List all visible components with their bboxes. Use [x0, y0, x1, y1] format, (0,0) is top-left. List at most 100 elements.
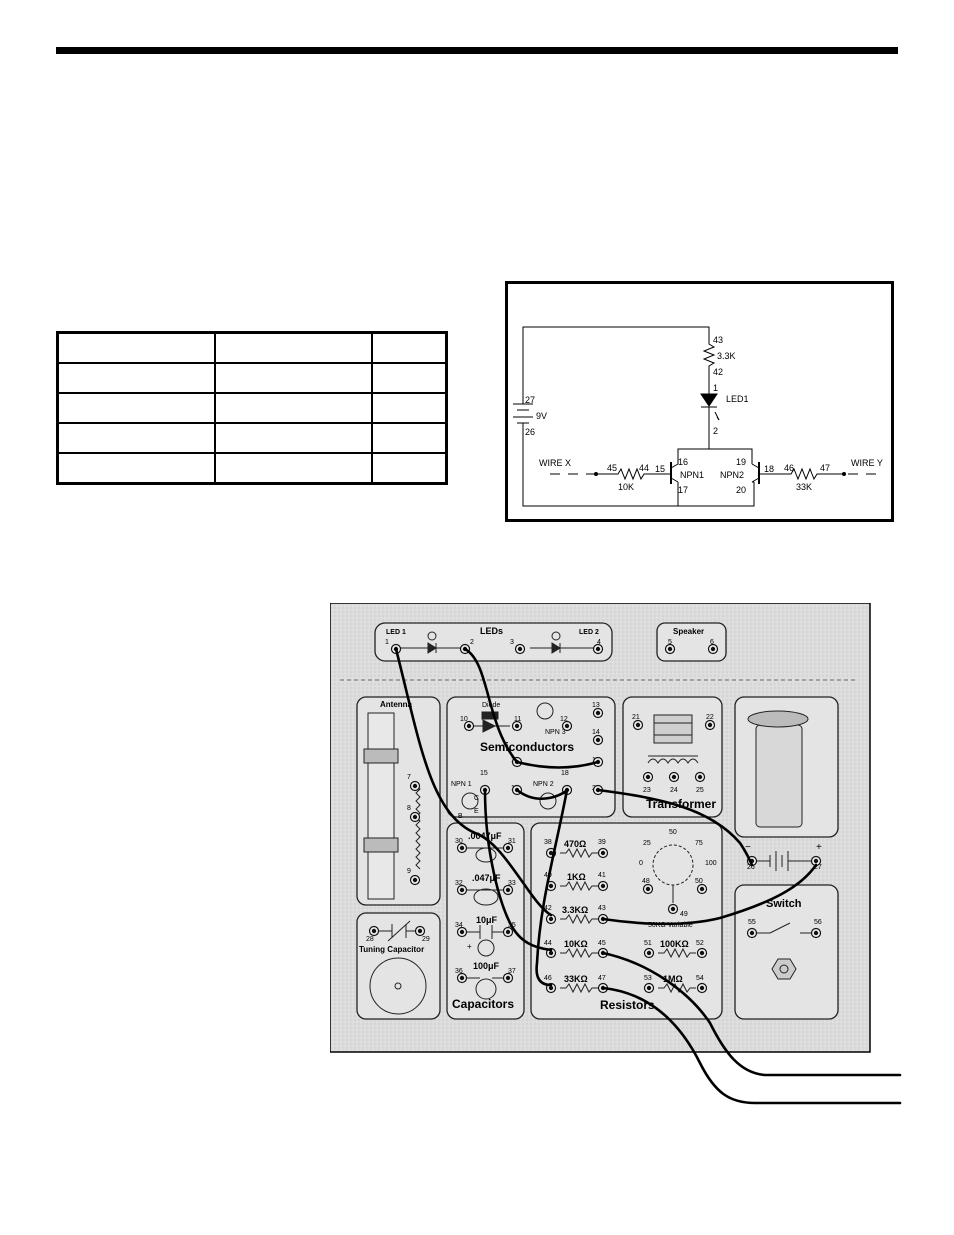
terminal-24-label: 24 — [670, 787, 678, 794]
terminal-6-label: 6 — [710, 639, 714, 646]
cap-047-value: .047μF — [472, 873, 501, 883]
resistors-title: Resistors — [600, 998, 655, 1012]
truth-table-cell — [56, 362, 216, 394]
dial-50-label: 50 — [669, 829, 677, 836]
top-rule — [56, 47, 898, 54]
spring-terminal-center — [699, 985, 705, 991]
terminal-45-label: 45 — [598, 940, 606, 947]
terminal-48-label: 48 — [642, 878, 650, 885]
label-node-16: 16 — [678, 457, 688, 467]
spring-terminal-center — [505, 929, 511, 935]
truth-table-cell — [371, 331, 448, 364]
terminal-55-label: 55 — [748, 919, 756, 926]
terminal-4-label: 4 — [597, 639, 601, 646]
terminal-25-label: 25 — [696, 787, 704, 794]
led2-label: LED 2 — [579, 629, 599, 636]
terminal-27-label: 27 — [814, 864, 822, 871]
truth-table-row — [56, 392, 448, 424]
switch-module — [734, 884, 839, 1020]
spring-terminal-center — [749, 930, 755, 936]
terminal-31-label: 31 — [508, 838, 516, 845]
terminal-42-label: 42 — [544, 905, 552, 912]
semiconductors-module — [446, 696, 616, 818]
spring-terminal-center — [595, 737, 601, 743]
spring-terminal-center — [548, 985, 554, 991]
terminal-54-label: 54 — [696, 975, 704, 982]
label-resistor-10k: 10K — [618, 482, 634, 492]
truth-table-cell — [371, 422, 448, 454]
label-wire-y: WIRE Y — [851, 458, 883, 468]
spring-terminal-center — [514, 723, 520, 729]
terminal-5-label: 5 — [668, 639, 672, 646]
cap-0047-value: .0047μF — [468, 831, 502, 841]
semiconductors-title: Semiconductors — [480, 740, 574, 754]
terminal-50-label: 50 — [695, 878, 703, 885]
label-led1: LED1 — [726, 394, 749, 404]
label-node-46: 46 — [784, 463, 794, 473]
label-node-18: 18 — [764, 464, 774, 474]
terminal-51-label: 51 — [644, 940, 652, 947]
truth-table-cell — [214, 422, 373, 454]
spring-terminal-center — [670, 906, 676, 912]
truth-table-row — [56, 422, 448, 454]
terminal-34-label: 34 — [455, 922, 463, 929]
spring-terminal-center — [699, 950, 705, 956]
spring-terminal-center — [707, 722, 713, 728]
spring-terminal-center — [371, 928, 377, 934]
terminal-39-label: 39 — [598, 839, 606, 846]
spring-terminal-center — [505, 887, 511, 893]
truth-table-row — [56, 452, 448, 485]
spring-terminal-center — [699, 886, 705, 892]
terminal-46-label: 46 — [544, 975, 552, 982]
resistor-100k-value: 100KΩ — [660, 939, 689, 949]
label-node-1: 1 — [713, 383, 718, 393]
spring-terminal-center — [505, 845, 511, 851]
spring-terminal-center — [813, 858, 819, 864]
npn1-label: NPN 1 — [451, 781, 472, 788]
spring-terminal-center — [813, 930, 819, 936]
truth-table — [56, 331, 448, 485]
terminal-12-label: 12 — [560, 716, 568, 723]
truth-table-cell — [371, 452, 448, 485]
label-node-42: 42 — [713, 367, 723, 377]
spring-terminal-center — [600, 883, 606, 889]
spring-terminal-center — [645, 886, 651, 892]
led1-label: LED 1 — [386, 629, 406, 636]
spring-terminal-center — [466, 723, 472, 729]
label-node-44: 44 — [639, 463, 649, 473]
label-node-17: 17 — [678, 485, 688, 495]
label-node-19: 19 — [736, 457, 746, 467]
terminal-1-label: 1 — [385, 639, 389, 646]
terminal-28-label: 28 — [366, 936, 374, 943]
spring-terminal-center — [548, 883, 554, 889]
label-node-27: 27 — [525, 395, 535, 405]
terminal-29-label: 29 — [422, 936, 430, 943]
label-node-26: 26 — [525, 427, 535, 437]
truth-table-cell — [371, 392, 448, 424]
spring-terminal-center — [412, 814, 418, 820]
spring-terminal-center — [417, 928, 423, 934]
spring-terminal-center — [697, 774, 703, 780]
terminal-2-label: 2 — [470, 639, 474, 646]
terminal-43-label: 43 — [598, 905, 606, 912]
terminal-21-label: 21 — [632, 714, 640, 721]
variable-resistor-label: 50KΩ Variable — [648, 922, 693, 929]
truth-table-cell — [214, 362, 373, 394]
spring-terminal-center — [548, 950, 554, 956]
npn1-base-label: B — [458, 813, 463, 820]
label-wire-x: WIRE X — [539, 458, 571, 468]
label-node-43: 43 — [713, 335, 723, 345]
speaker-title: Speaker — [673, 627, 704, 636]
spring-terminal-center — [412, 783, 418, 789]
truth-table-cell — [214, 392, 373, 424]
spring-terminal-center — [459, 887, 465, 893]
terminal-3-label: 3 — [510, 639, 514, 646]
schematic-frame: 43 3.3K 42 1 LED1 2 27 9V 26 WIRE X 45 4… — [505, 281, 894, 522]
spring-terminal-center — [645, 774, 651, 780]
spring-terminal-center — [671, 774, 677, 780]
label-npn1: NPN1 — [680, 470, 704, 480]
label-node-20: 20 — [736, 485, 746, 495]
dial-75-label: 75 — [695, 840, 703, 847]
truth-table-cell — [56, 422, 216, 454]
terminal-38-label: 38 — [544, 839, 552, 846]
